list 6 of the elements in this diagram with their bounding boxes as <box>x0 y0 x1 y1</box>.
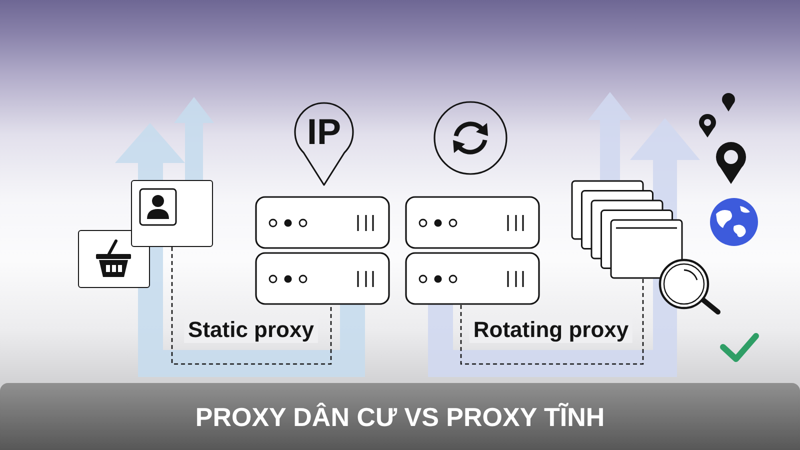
pin-text: IP <box>306 110 342 154</box>
title: PROXY DÂN CƯ VS PROXY TĨNH <box>195 402 605 432</box>
profile-card <box>131 180 213 247</box>
window-stack <box>571 180 683 279</box>
dashed-connector <box>460 279 644 365</box>
ip-pin <box>293 101 355 187</box>
